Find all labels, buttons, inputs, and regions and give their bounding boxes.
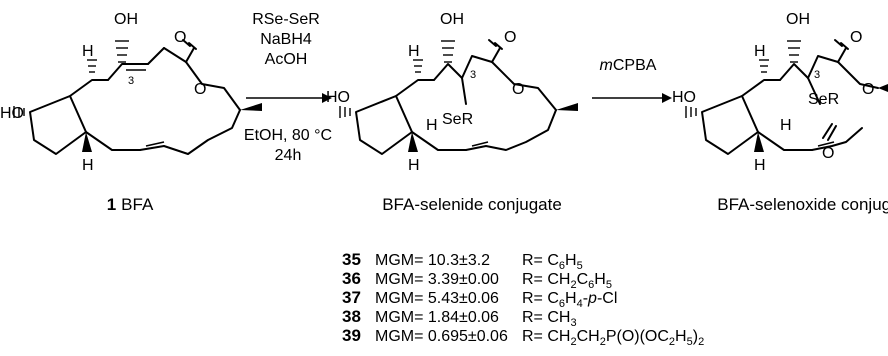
hydrogen-label: H <box>408 157 420 174</box>
condition-time: 24h <box>275 147 302 164</box>
table-row: 39 MGM= 0.695±0.06 R= CH2CH2P(O)(OC2H5)2 <box>342 326 704 348</box>
position-3-label: 3 <box>814 69 820 81</box>
reaction-arrow-1 <box>246 93 332 103</box>
mgm-value: MGM= 10.3±3.2 <box>375 252 490 269</box>
position-3-label: 3 <box>128 75 134 87</box>
r-group: R= C6H4-p-Cl <box>522 290 617 310</box>
mgm-value: MGM= 0.695±0.06 <box>375 328 508 345</box>
table-row: 37 MGM= 5.43±0.06 R= C6H4-p-Cl <box>342 288 617 310</box>
hydrogen-label: H <box>82 157 94 174</box>
r-group: R= CH2CH2P(O)(OC2H5)2 <box>522 328 704 348</box>
selenoxide-label: SeR <box>808 91 839 108</box>
hydrogen-label: H <box>426 117 438 134</box>
bfa-structure <box>13 39 262 155</box>
results-table: 35 MGM= 10.3±3.2 R= C6H5 36 MGM= 3.39±0.… <box>342 250 704 348</box>
mgm-value: MGM= 3.39±0.00 <box>375 271 499 288</box>
hydrogen-label: H <box>82 43 94 60</box>
carbonyl-oxygen-label: O <box>174 29 186 46</box>
hydroxyl-label: OH <box>786 11 810 28</box>
ring-oxygen-label: O <box>512 81 524 98</box>
selenoxide-structure <box>685 39 888 155</box>
selenide-label: SeR <box>442 111 473 128</box>
mgm-value: MGM= 1.84±0.06 <box>375 309 499 326</box>
carbonyl-oxygen-label: O <box>504 29 516 46</box>
compound-id: 39 <box>342 326 361 345</box>
carbonyl-oxygen-label: O <box>850 29 862 46</box>
reagent-sodium-borohydride: NaBH4 <box>260 31 312 48</box>
reagent-acetic-acid: AcOH <box>265 51 308 68</box>
hydroxyl-label: HO <box>0 105 24 122</box>
table-row: 35 MGM= 10.3±3.2 R= C6H5 <box>342 250 583 272</box>
compound-2-caption: BFA-selenide conjugate <box>382 195 562 214</box>
ring-oxygen-label: O <box>194 81 206 98</box>
compound-id: 35 <box>342 250 361 269</box>
compound-3-caption: BFA-selenoxide conjugate <box>717 195 888 214</box>
table-row: 36 MGM= 3.39±0.00 R= CH2C6H5 <box>342 269 612 291</box>
reaction-arrow-2 <box>592 93 672 103</box>
ring-oxygen-label: O <box>862 81 874 98</box>
hydroxyl-label: OH <box>114 11 138 28</box>
mgm-value: MGM= 5.43±0.06 <box>375 290 499 307</box>
compound-id: 38 <box>342 307 361 326</box>
hydrogen-label: H <box>780 117 792 134</box>
compound-id: 37 <box>342 288 361 307</box>
r-group: R= C6H5 <box>522 252 583 272</box>
compound-id: 36 <box>342 269 361 288</box>
hydroxyl-label: HO <box>326 89 350 106</box>
r-group: R= CH2C6H5 <box>522 271 612 291</box>
table-row: 38 MGM= 1.84±0.06 R= CH3 <box>342 307 577 329</box>
r-group: R= CH3 <box>522 309 577 329</box>
reagent-diselenide: RSe-SeR <box>252 11 320 28</box>
hydroxyl-label: HO <box>672 89 696 106</box>
selenoxide-oxygen-label: O <box>822 145 834 162</box>
position-3-label: 3 <box>470 69 476 81</box>
condition-solvent-temperature: EtOH, 80 °C <box>244 127 332 144</box>
hydrogen-label: H <box>754 157 766 174</box>
reagent-mcpba: mCPBA <box>600 57 657 74</box>
hydrogen-label: H <box>408 43 420 60</box>
selenide-structure <box>339 39 578 155</box>
hydroxyl-label: OH <box>440 11 464 28</box>
hydrogen-label: H <box>754 43 766 60</box>
